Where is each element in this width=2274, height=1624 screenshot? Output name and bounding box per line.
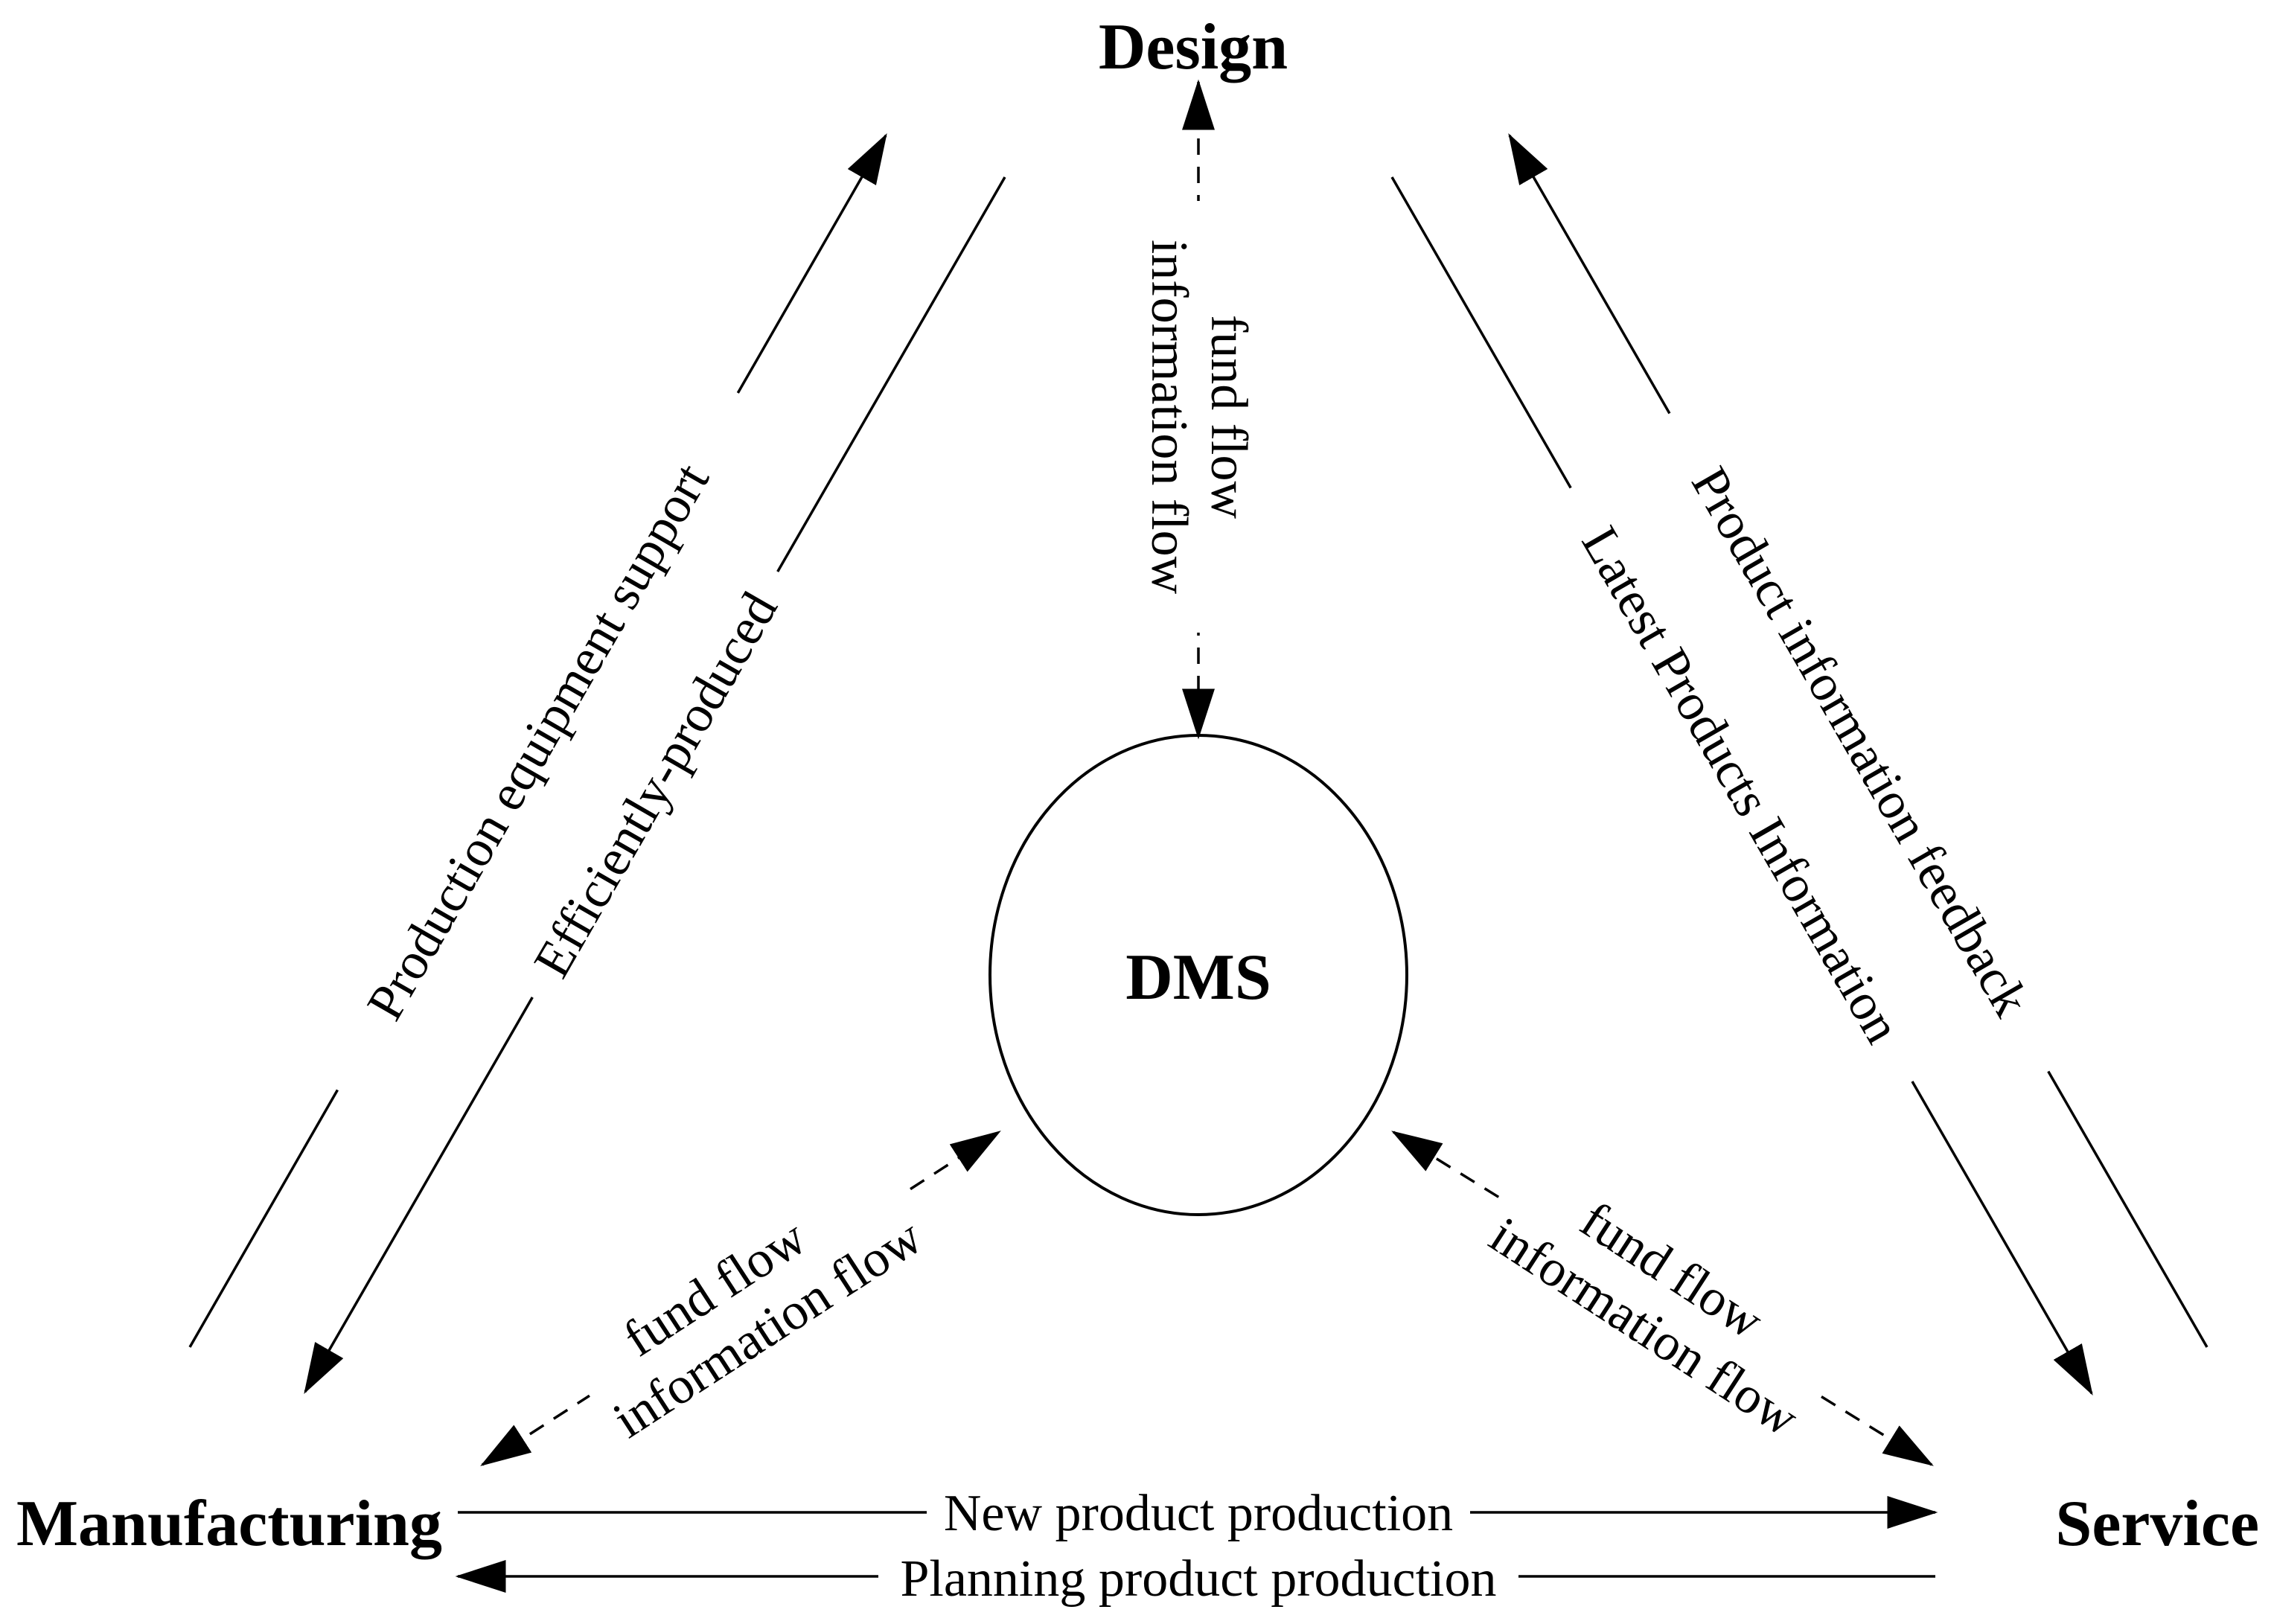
flow-manufacturing-dms: [480, 1131, 1001, 1466]
label-bg-latest-products-information: [1540, 470, 1944, 1099]
node-design: Design: [1099, 11, 1288, 83]
label-bg-efficiently-produced: [501, 553, 809, 1016]
label-bg-production-equipment-support: [306, 374, 769, 1108]
flow-design-dms-label-bg: [1124, 201, 1273, 633]
label-new-product-production: New product production: [944, 1485, 1453, 1542]
label-bg-planning-product-production: [878, 1544, 1518, 1611]
flow-design-dms-line2: information flow: [1140, 240, 1198, 595]
label-bg-new-product-production: [927, 1477, 1470, 1544]
flow-service-dms-label-bg: [1463, 1138, 1857, 1467]
flow-design-dms-label: fund flow information flow: [1140, 240, 1257, 595]
dms-label: DMS: [1125, 942, 1271, 1014]
label-bg-product-information-feedback: [1641, 394, 2081, 1089]
flow-design-dms-line1: fund flow: [1200, 315, 1257, 520]
node-service: Service: [2055, 1488, 2259, 1560]
label-planning-product-production: Planning product production: [900, 1550, 1496, 1608]
node-manufacturing: Manufacturing: [16, 1488, 442, 1560]
flow-manufacturing-dms-label-bg: [555, 1139, 949, 1468]
